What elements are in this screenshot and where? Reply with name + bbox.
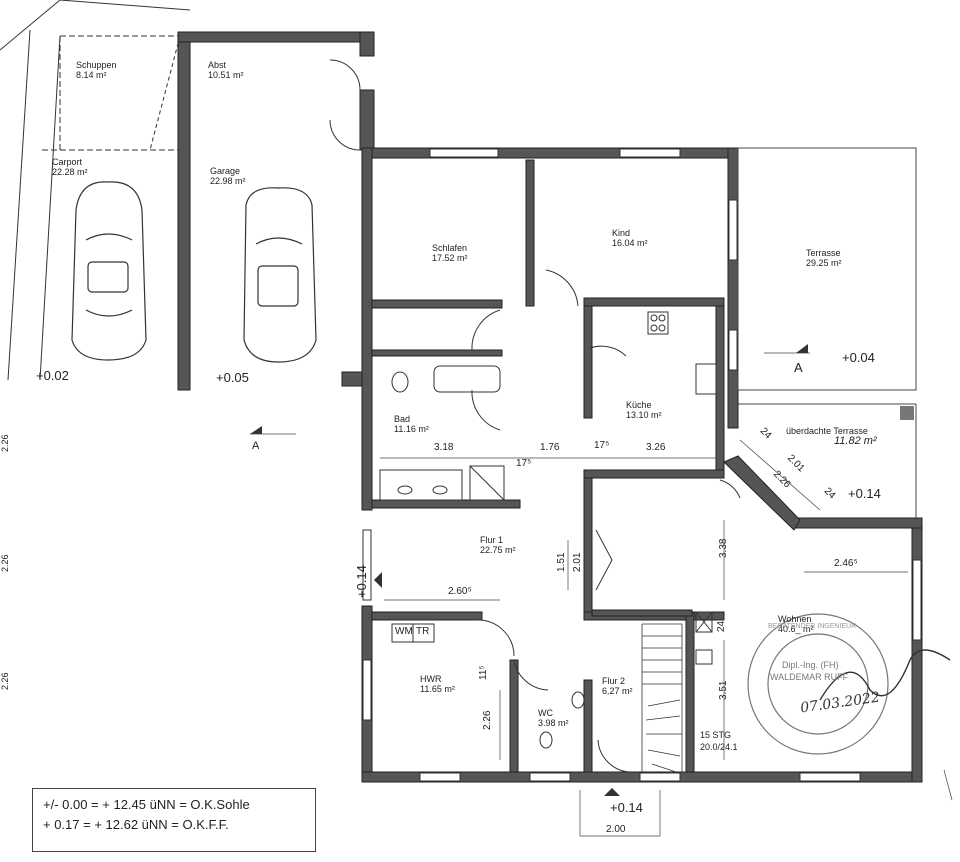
legend-line-2: + 0.17 = + 12.62 üNN = O.K.F.F. xyxy=(43,817,229,832)
level-carport: +0.02 xyxy=(36,368,69,383)
section-marker-a-right: A xyxy=(794,360,803,375)
dim-hwr-d: 11⁵ xyxy=(478,665,489,680)
stamp-name: WALDEMAR RUFF xyxy=(770,672,849,682)
level-terrasse: +0.04 xyxy=(842,350,875,365)
level-ueberdachte-terrasse: +0.14 xyxy=(848,486,881,501)
fixture-tr: TR xyxy=(416,626,430,637)
level-entry-bottom: +0.14 xyxy=(610,800,643,815)
dim-bottom: 2.00 xyxy=(606,824,626,835)
dim-side-2: 2.26 xyxy=(0,554,10,572)
elevation-legend: +/- 0.00 = + 12.45 üNN = O.K.Sohle + 0.1… xyxy=(32,788,316,852)
stamp-ring: BERATENDER INGENIEUR xyxy=(768,623,857,630)
dim-side-1: 2.26 xyxy=(0,434,10,452)
dim-wall-175a: 17⁵ xyxy=(594,440,610,451)
dim-stair-count: 15 STG xyxy=(700,730,732,740)
dim-stair-size: 20.0/24.1 xyxy=(700,742,738,752)
dim-side-3: 2.26 xyxy=(0,672,10,690)
stamp-title: Dipl.-Ing. (FH) xyxy=(782,660,839,670)
dim-flur-h2: 2.01 xyxy=(572,552,583,572)
dim-bad-width: 3.18 xyxy=(434,442,454,453)
dim-flur-width: 1.76 xyxy=(540,442,560,453)
level-entry-left: +0.14 xyxy=(354,565,369,598)
dim-hwr-h: 2.26 xyxy=(482,710,493,730)
section-marker-a-left: A xyxy=(252,440,260,452)
legend-line-1: +/- 0.00 = + 12.45 üNN = O.K.Sohle xyxy=(43,797,250,812)
dim-wohnen-width: 2.46⁵ xyxy=(834,558,858,569)
dim-kueche-width: 3.26 xyxy=(646,442,666,453)
dim-wall-24: 24 xyxy=(716,620,727,632)
dim-flur-h1: 1.51 xyxy=(556,552,567,572)
dim-wohnen-h1: 3.38 xyxy=(718,538,729,558)
dim-wohnen-h2: 3.51 xyxy=(718,680,729,700)
level-garage: +0.05 xyxy=(216,370,249,385)
fixture-wm: WM xyxy=(395,626,413,637)
dim-flur-width-2: 2.60⁵ xyxy=(448,586,472,597)
dim-wall-175b: 17⁵ xyxy=(516,458,532,469)
